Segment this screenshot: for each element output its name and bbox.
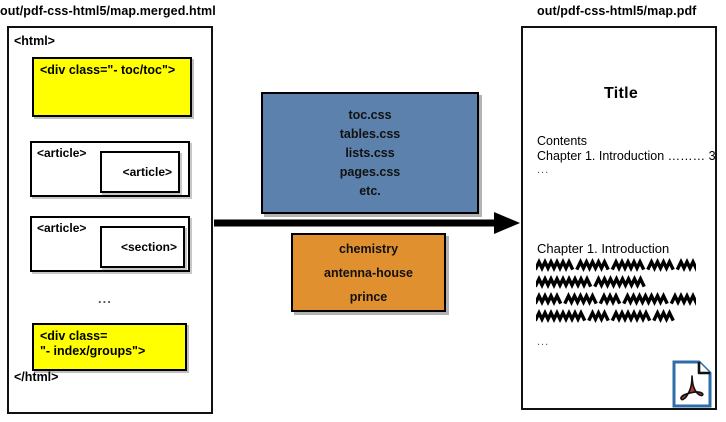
pdf-contents-heading: Contents bbox=[537, 134, 588, 148]
pdf-body-text-squiggles bbox=[536, 258, 696, 324]
stylesheet-item: lists.css bbox=[345, 145, 395, 160]
pdf-contents-ellipsis: ... bbox=[537, 164, 550, 176]
source-panel-ellipsis: ... bbox=[98, 291, 112, 306]
index-div-label-line2: "- index/groups"> bbox=[40, 344, 146, 358]
pdf-document-title: Title bbox=[603, 85, 639, 102]
source-panel-caption: out/pdf-css-html5/map.merged.html bbox=[0, 4, 216, 18]
toc-div-label: <div class="- toc/toc"> bbox=[40, 63, 176, 77]
html-close-tag: </html> bbox=[14, 370, 59, 384]
engines-box: chemistry antenna-house prince bbox=[291, 233, 446, 312]
article-block-2: <article> <section> bbox=[30, 216, 190, 272]
engine-item: antenna-house bbox=[324, 265, 413, 280]
article-block-2-nested: <section> bbox=[100, 226, 185, 268]
index-div-label: <div class="- index/groups"> bbox=[40, 329, 145, 359]
html-open-tag: <html> bbox=[14, 34, 55, 48]
index-div-block: <div class="- index/groups"> bbox=[32, 323, 187, 371]
article-block-2-nested-label: <section> bbox=[120, 240, 177, 254]
article-block-2-label: <article> bbox=[37, 221, 87, 235]
engine-item: chemistry bbox=[338, 241, 399, 256]
pdf-file-icon[interactable] bbox=[672, 360, 712, 408]
article-block-1-nested-label: <article> bbox=[122, 165, 172, 179]
transform-arrow-icon bbox=[214, 212, 520, 234]
article-block-1: <article> <article> bbox=[30, 141, 190, 197]
stylesheet-item: toc.css bbox=[348, 107, 392, 122]
output-panel-caption: out/pdf-css-html5/map.pdf bbox=[537, 4, 697, 18]
stylesheet-item: tables.css bbox=[339, 126, 401, 141]
output-pdf-panel: Title bbox=[521, 26, 717, 410]
stylesheets-box: toc.css tables.css lists.css pages.css e… bbox=[261, 92, 479, 214]
article-block-1-nested: <article> bbox=[100, 151, 180, 193]
toc-div-block: <div class="- toc/toc"> bbox=[32, 57, 192, 117]
article-block-1-label: <article> bbox=[37, 146, 87, 160]
pdf-chapter-heading: Chapter 1. Introduction bbox=[537, 241, 670, 256]
pdf-contents-entry: Chapter 1. Introduction ……… 3 bbox=[537, 149, 716, 163]
engine-item: prince bbox=[349, 289, 388, 304]
pdf-body-ellipsis: ... bbox=[537, 336, 550, 348]
index-div-label-line1: <div class= bbox=[40, 329, 108, 343]
stylesheet-item: etc. bbox=[359, 183, 381, 198]
stylesheet-item: pages.css bbox=[339, 164, 401, 179]
